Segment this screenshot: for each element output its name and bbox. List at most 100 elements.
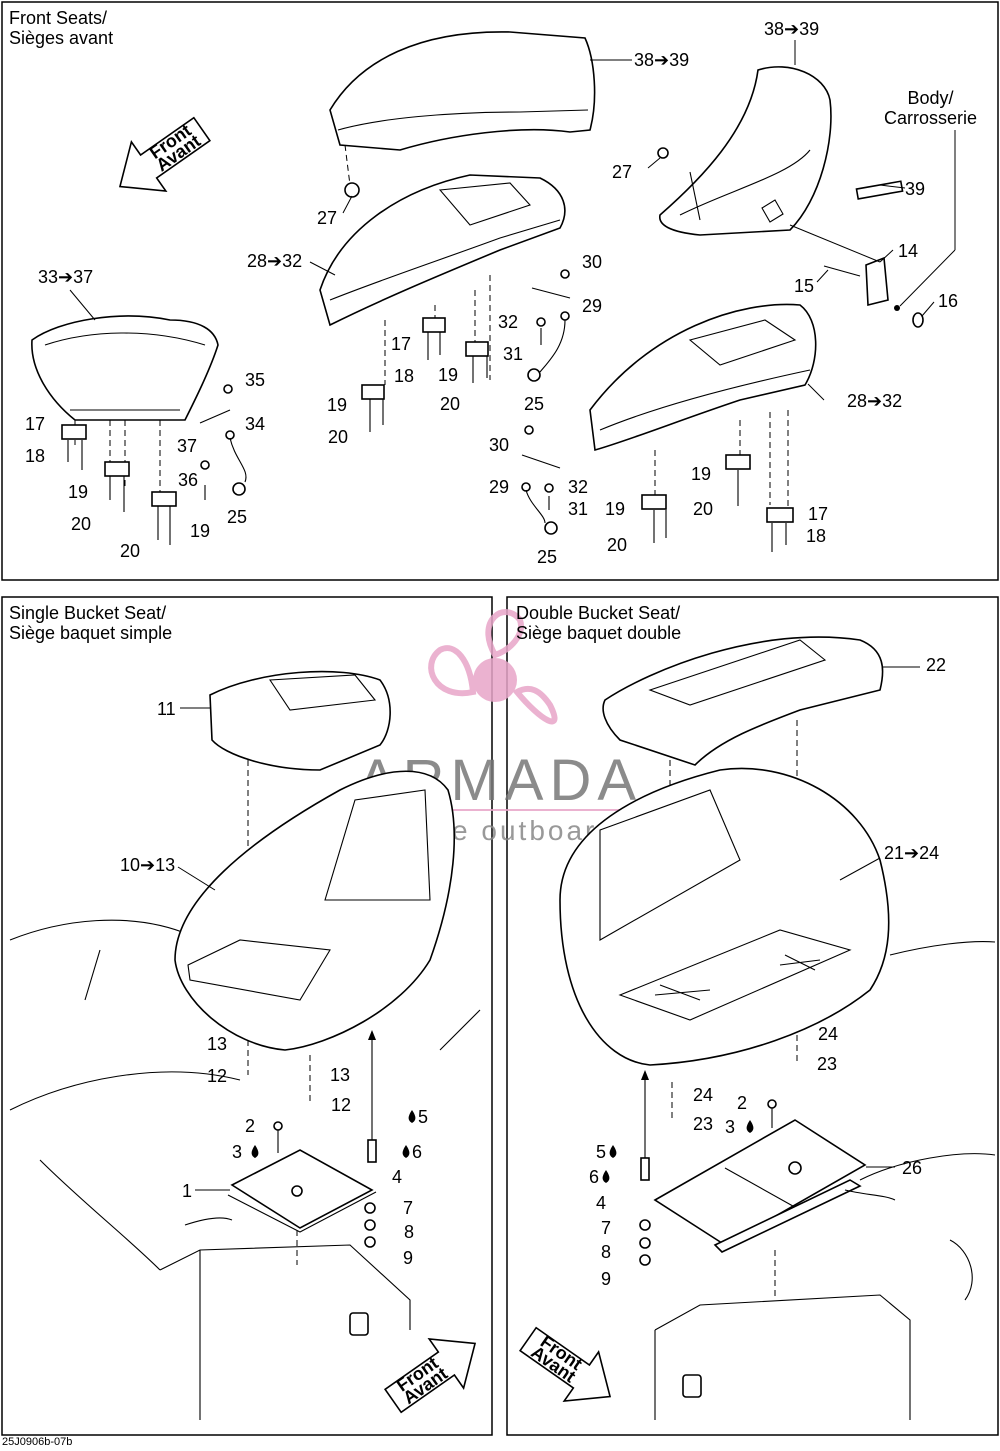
callout-label: 19 bbox=[327, 395, 347, 415]
callout-label: 28➔32 bbox=[247, 251, 302, 271]
callout-label: 20 bbox=[607, 535, 627, 555]
callout-label: 7 bbox=[403, 1198, 413, 1218]
front-seats-title: Front Seats/ Sièges avant bbox=[9, 8, 114, 48]
callout-label: 19 bbox=[190, 521, 210, 541]
callout-label: 15 bbox=[794, 276, 814, 296]
backrest-right bbox=[659, 66, 904, 236]
double-bucket-title: Double Bucket Seat/ Siège baquet double bbox=[516, 603, 682, 643]
front-direction-arrow-single: Front Avant bbox=[383, 1337, 477, 1414]
lubricant-drop-icons bbox=[251, 1110, 754, 1183]
callout-label: 11 bbox=[157, 699, 176, 719]
callout-label: 20 bbox=[71, 514, 91, 534]
slider-plate-double bbox=[639, 1099, 896, 1300]
drop-icon bbox=[402, 1145, 410, 1158]
callout-label: 26 bbox=[902, 1158, 922, 1178]
hull-background-left bbox=[9, 919, 481, 1420]
bucket-seat-single bbox=[174, 770, 456, 1150]
callout-label: 24 bbox=[818, 1024, 838, 1044]
callout-label: 2 bbox=[245, 1116, 255, 1136]
drop-icon bbox=[746, 1120, 754, 1133]
callout-label: 34 bbox=[245, 414, 265, 434]
slider-plate-single bbox=[184, 1121, 377, 1265]
front-direction-arrow: Front Avant bbox=[118, 116, 212, 193]
callout-label: 30 bbox=[582, 252, 602, 272]
brackets-left bbox=[61, 384, 247, 545]
callout-label: 13 bbox=[330, 1065, 350, 1085]
callout-label: 6 bbox=[589, 1167, 599, 1187]
callout-label: 17 bbox=[25, 414, 45, 434]
callout-label: 14 bbox=[898, 241, 918, 261]
hull-background-right bbox=[654, 941, 996, 1420]
callout-label: 36 bbox=[178, 470, 198, 490]
single-bucket-title: Single Bucket Seat/ Siège baquet simple bbox=[9, 603, 173, 643]
single-bucket-frame bbox=[1, 596, 493, 1436]
brackets-center bbox=[361, 317, 489, 432]
callout-label: 22 bbox=[926, 655, 946, 675]
callout-label: 23 bbox=[693, 1114, 713, 1134]
front-direction-arrow-double: Front Avant bbox=[518, 1326, 612, 1403]
callout-label: 20 bbox=[440, 394, 460, 414]
drop-icon bbox=[609, 1145, 617, 1158]
callout-label: 31 bbox=[503, 344, 523, 364]
callout-label: 9 bbox=[601, 1269, 611, 1289]
callout-label: 20 bbox=[120, 541, 140, 561]
drop-icon bbox=[602, 1170, 610, 1183]
callout-label: 39 bbox=[905, 179, 925, 199]
callout-label: 29 bbox=[489, 477, 509, 497]
document-code: 25J0906b-07b bbox=[2, 1436, 73, 1448]
callout-label: 30 bbox=[489, 435, 509, 455]
callout-label: 3 bbox=[725, 1117, 735, 1137]
callout-label: 13 bbox=[207, 1034, 227, 1054]
callout-label: 19 bbox=[438, 365, 458, 385]
callout-label: 12 bbox=[331, 1095, 351, 1115]
front-seats-frame bbox=[1, 1, 999, 581]
drop-icon bbox=[251, 1145, 259, 1158]
callout-label: 20 bbox=[693, 499, 713, 519]
callout-label: 38➔39 bbox=[634, 50, 689, 70]
hardware-center bbox=[344, 182, 571, 382]
callout-label: 18 bbox=[394, 366, 414, 386]
callout-label: 9 bbox=[403, 1248, 413, 1268]
callout-label: 18 bbox=[806, 526, 826, 546]
callout-label: 24 bbox=[693, 1085, 713, 1105]
callout-label: 35 bbox=[245, 370, 265, 390]
callout-labels: 38➔39 38➔39 27 27 28➔32 28➔32 33➔37 39 1… bbox=[25, 19, 958, 1289]
body-label: Body/ Carrosserie bbox=[884, 88, 978, 128]
leader-lines bbox=[69, 40, 935, 1191]
callout-label: 25 bbox=[537, 547, 557, 567]
callout-label: 37 bbox=[177, 436, 197, 456]
callout-label: 8 bbox=[404, 1222, 414, 1242]
callout-label: 8 bbox=[601, 1242, 611, 1262]
propeller-logo-icon bbox=[428, 609, 558, 725]
seat-cushion-center bbox=[319, 174, 566, 385]
callout-label: 16 bbox=[938, 291, 958, 311]
callout-label: 18 bbox=[25, 446, 45, 466]
callout-label: 25 bbox=[524, 394, 544, 414]
callout-label: 28➔32 bbox=[847, 391, 902, 411]
callout-label: 17 bbox=[808, 504, 828, 524]
callout-label: 2 bbox=[737, 1093, 747, 1113]
callout-label: 5 bbox=[596, 1142, 606, 1162]
callout-label: 3 bbox=[232, 1142, 242, 1162]
callout-label: 33➔37 bbox=[38, 267, 93, 287]
callout-label: 19 bbox=[605, 499, 625, 519]
callout-label: 38➔39 bbox=[764, 19, 819, 39]
callout-label: 4 bbox=[596, 1193, 606, 1213]
callout-label: 17 bbox=[391, 334, 411, 354]
backrest-top bbox=[329, 31, 596, 186]
callout-label: 32 bbox=[498, 312, 518, 332]
callout-label: 31 bbox=[568, 499, 588, 519]
callout-label: 23 bbox=[817, 1054, 837, 1074]
bucket-seat-double bbox=[559, 767, 890, 1170]
callout-label: 5 bbox=[418, 1107, 428, 1127]
callout-label: 12 bbox=[207, 1066, 227, 1086]
seat-cushion-right bbox=[589, 303, 817, 520]
callout-label: 20 bbox=[328, 427, 348, 447]
callout-label: 25 bbox=[227, 507, 247, 527]
callout-label: 1 bbox=[182, 1181, 192, 1201]
callout-label: 6 bbox=[412, 1142, 422, 1162]
callout-label: 32 bbox=[568, 477, 588, 497]
callout-label: 10➔13 bbox=[120, 855, 175, 875]
callout-label: 19 bbox=[691, 464, 711, 484]
